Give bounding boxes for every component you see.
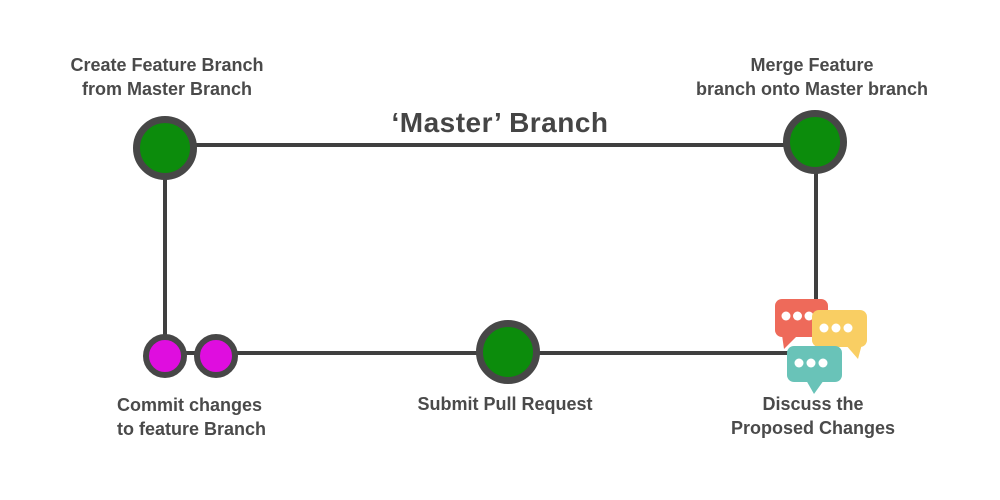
chat-dot (818, 358, 828, 368)
chat-bubble-teal-icon (787, 346, 842, 394)
chat-bubble-red-tail (782, 335, 798, 349)
master-branch-title: ‘Master’ Branch (391, 107, 609, 138)
label-submit-pull-request: Submit Pull Request (417, 394, 593, 414)
chat-dot (804, 311, 814, 321)
chat-dot (794, 358, 804, 368)
chat-dot (793, 311, 802, 321)
chat-dot (843, 323, 853, 333)
label-create-feature-branch: Create Feature Branch from Master Branch (70, 55, 264, 99)
node-merge-feature-branch (783, 110, 847, 174)
chat-bubble-yellow-tail (845, 344, 862, 359)
chat-dot (781, 311, 791, 321)
node-create-feature-branch (133, 116, 197, 180)
node-submit-pull-request (476, 320, 540, 384)
chat-dot (831, 323, 841, 333)
label-merge-feature-branch: Merge Feature branch onto Master branch (695, 55, 929, 99)
label-commit-changes: Commit changes to feature Branch (117, 395, 267, 439)
chat-dot (806, 358, 816, 368)
node-commit-1 (143, 334, 187, 378)
chat-bubble-yellow-icon (812, 310, 867, 359)
node-commit-2 (194, 334, 238, 378)
chat-bubble-teal-tail (806, 380, 824, 394)
label-discuss-changes: Discuss the Proposed Changes (730, 394, 896, 438)
chat-dot (819, 323, 829, 333)
